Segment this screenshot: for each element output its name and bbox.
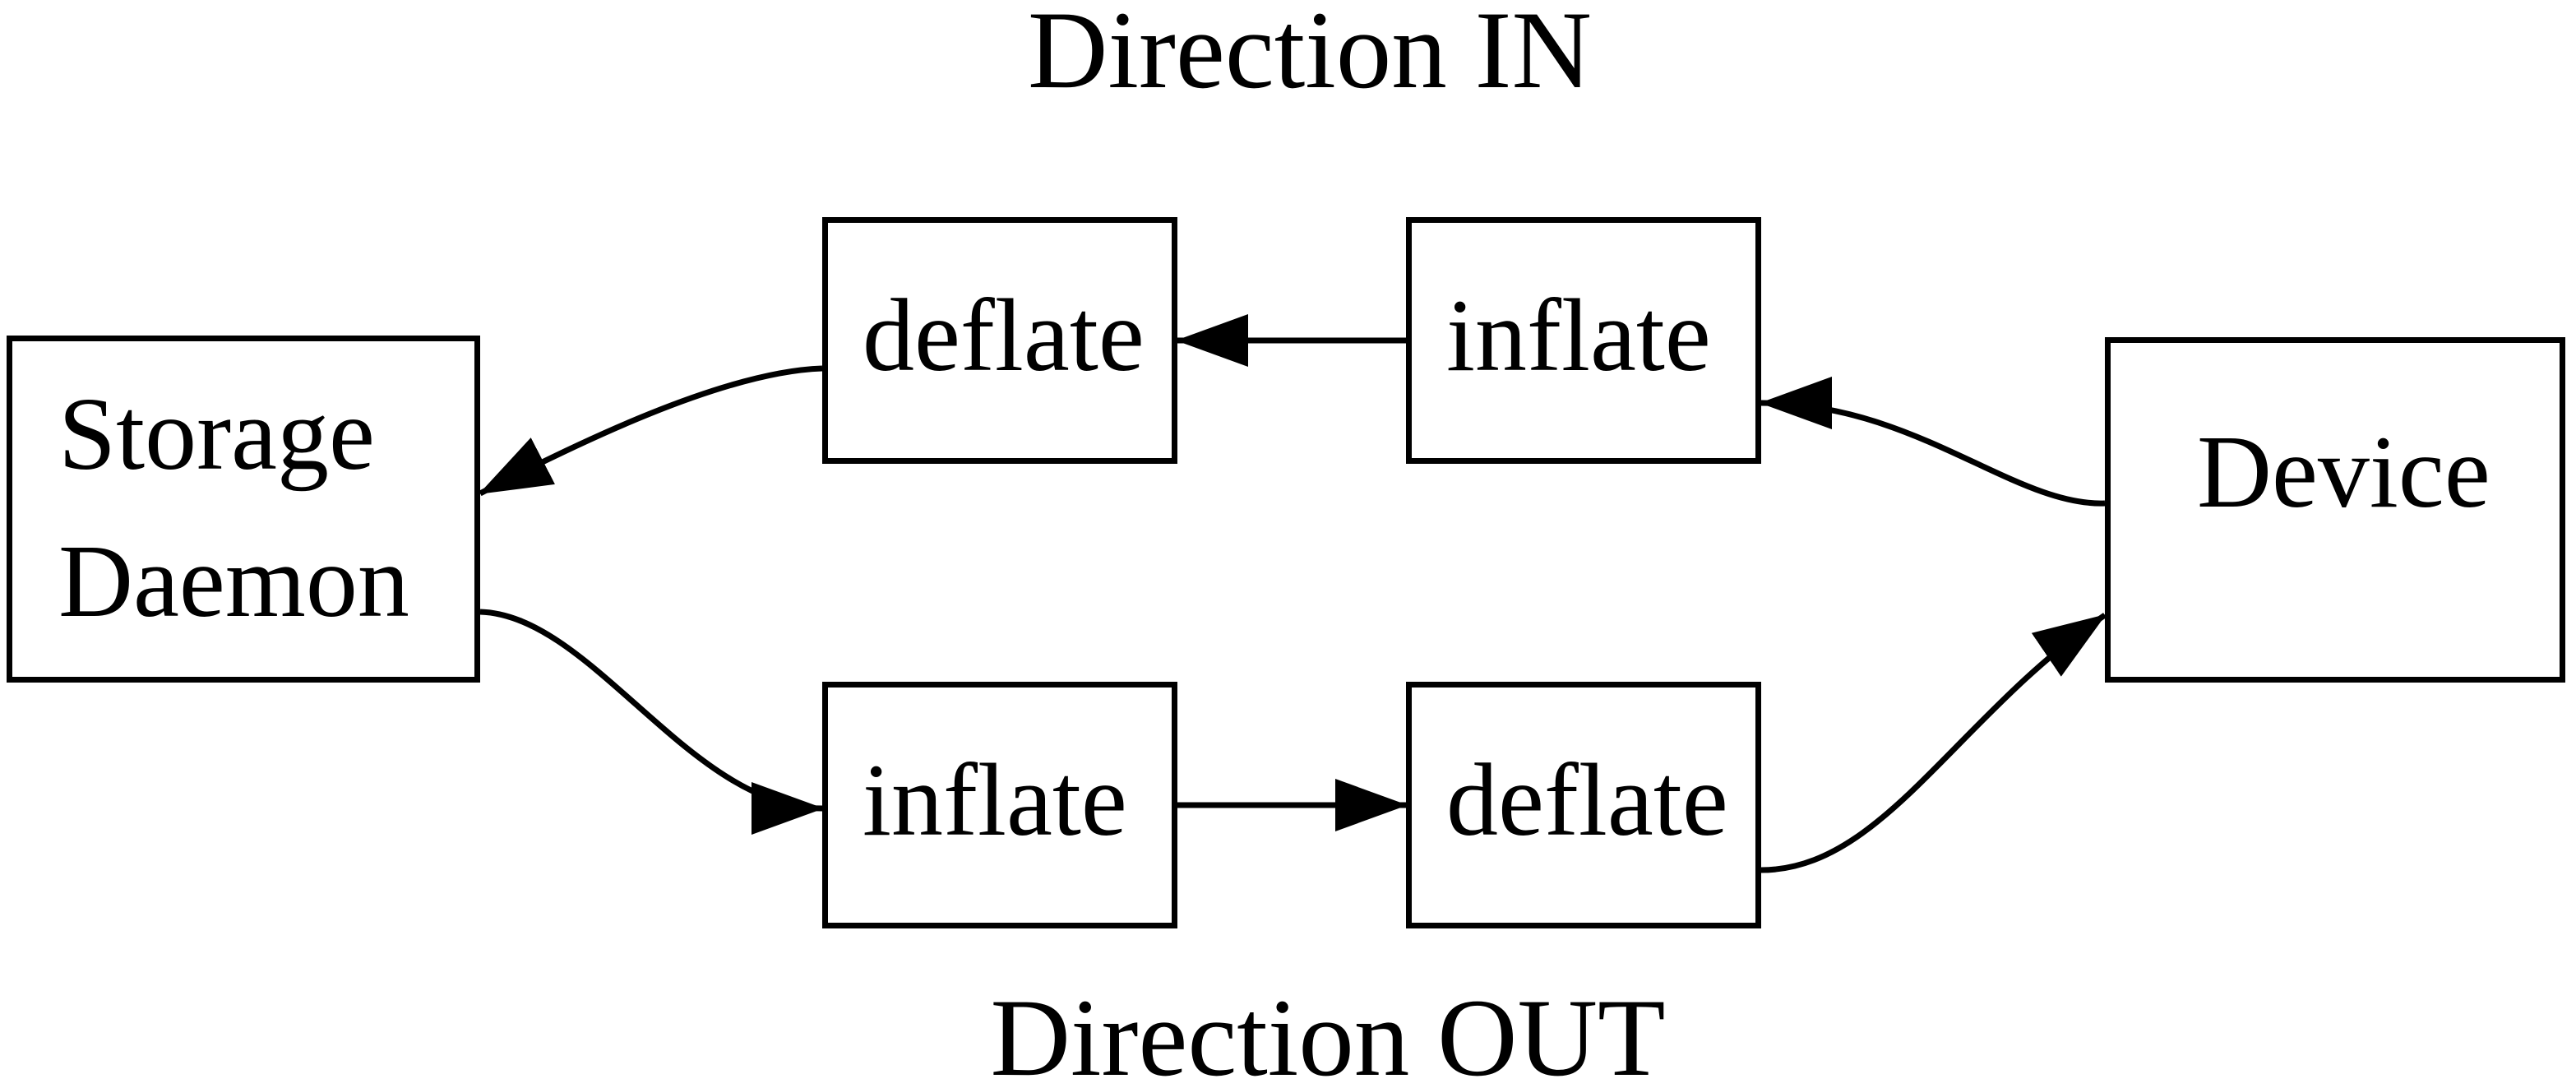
title-direction-in: Direction IN	[1027, 0, 1593, 112]
edge-deflate-in-to-storage	[479, 365, 823, 497]
title-direction-out: Direction OUT	[990, 977, 1666, 1088]
storage-daemon-label: Storage Daemon	[58, 362, 409, 656]
edge-storage-to-inflate-out	[479, 609, 824, 835]
node-inflate-out: inflate	[822, 682, 1177, 928]
deflate-in-label: deflate	[863, 279, 1145, 393]
node-deflate-in: deflate	[822, 217, 1177, 464]
inflate-in-label: inflate	[1446, 279, 1711, 393]
storage-daemon-label-line2: Daemon	[58, 525, 409, 639]
deflate-out-label: deflate	[1446, 743, 1728, 858]
edge-deflate-out-to-device	[1760, 613, 2107, 873]
storage-daemon-label-line1: Storage	[58, 377, 375, 493]
inflate-out-label: inflate	[863, 743, 1127, 858]
node-inflate-in: inflate	[1406, 217, 1761, 464]
edge-device-to-inflate-in	[1760, 377, 2106, 507]
device-label: Device	[2197, 415, 2490, 530]
node-device: Device	[2105, 337, 2565, 683]
node-storage-daemon: Storage Daemon	[7, 336, 480, 683]
node-deflate-out: deflate	[1406, 682, 1761, 928]
